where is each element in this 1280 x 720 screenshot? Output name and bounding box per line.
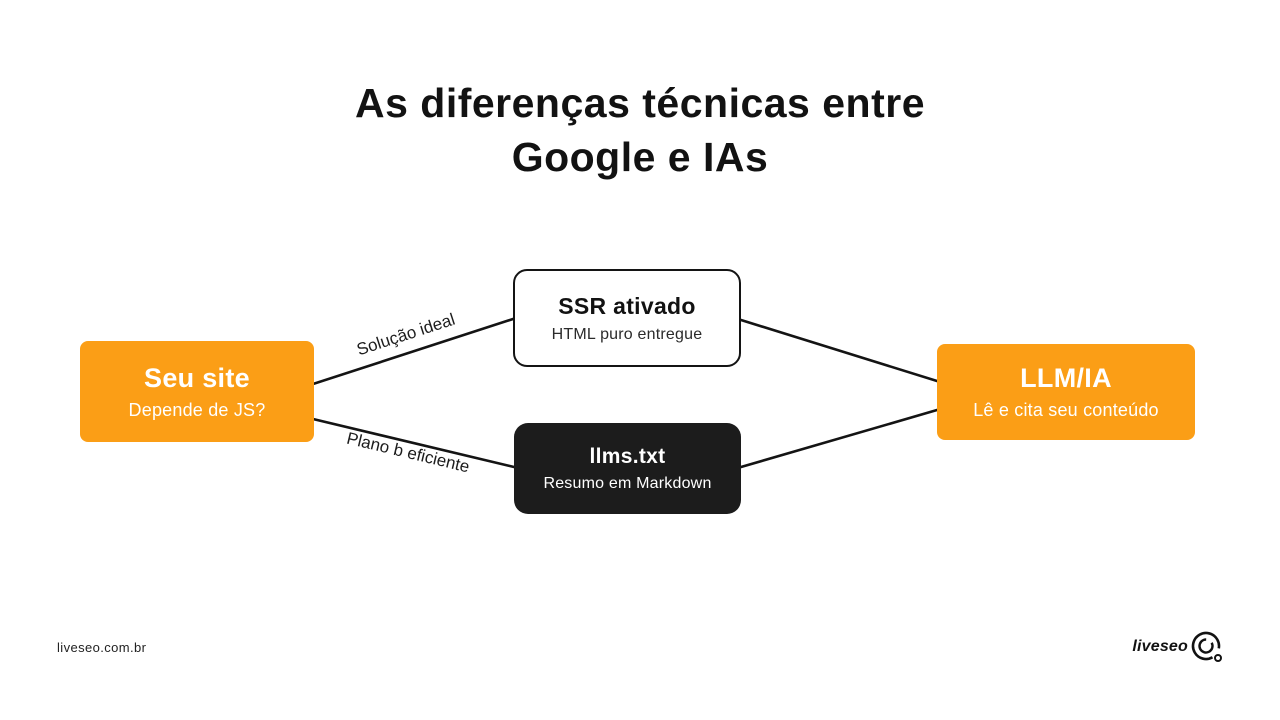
liveseo-logo: liveseo — [1132, 624, 1230, 670]
connector-llms-to-llmia — [739, 408, 939, 469]
page-title-line1: As diferenças técnicas entre — [354, 80, 926, 126]
node-llm-ia-title: LLM/IA — [1020, 363, 1112, 393]
page-title: As diferenças técnicas entre Google e IA… — [0, 76, 1280, 184]
node-ssr-ativado: SSR ativado HTML puro entregue — [513, 269, 741, 367]
liveseo-logo-text: liveseo — [1132, 638, 1188, 655]
edge-label-plano-b: Plano b eficiente — [344, 428, 472, 477]
node-llms-txt-title: llms.txt — [589, 444, 666, 468]
connector-ssr-to-llmia — [739, 318, 939, 383]
node-ssr-ativado-subtitle: HTML puro entregue — [551, 325, 703, 343]
node-llm-ia: LLM/IA Lê e cita seu conteúdo — [937, 344, 1195, 440]
node-ssr-ativado-title: SSR ativado — [558, 292, 696, 319]
footer-site-url: liveseo.com.br — [57, 640, 147, 655]
node-seu-site-subtitle: Depende de JS? — [128, 399, 266, 420]
node-seu-site-title: Seu site — [144, 362, 250, 393]
edge-label-solucao-ideal: Solução ideal — [354, 309, 458, 360]
node-llms-txt: llms.txt Resumo em Markdown — [514, 423, 741, 514]
node-llm-ia-subtitle: Lê e cita seu conteúdo — [973, 400, 1159, 420]
node-seu-site: Seu site Depende de JS? — [80, 341, 314, 442]
node-llms-txt-subtitle: Resumo em Markdown — [543, 474, 712, 492]
page-title-line2: Google e IAs — [511, 134, 769, 180]
liveseo-logo-icon — [1191, 631, 1222, 662]
